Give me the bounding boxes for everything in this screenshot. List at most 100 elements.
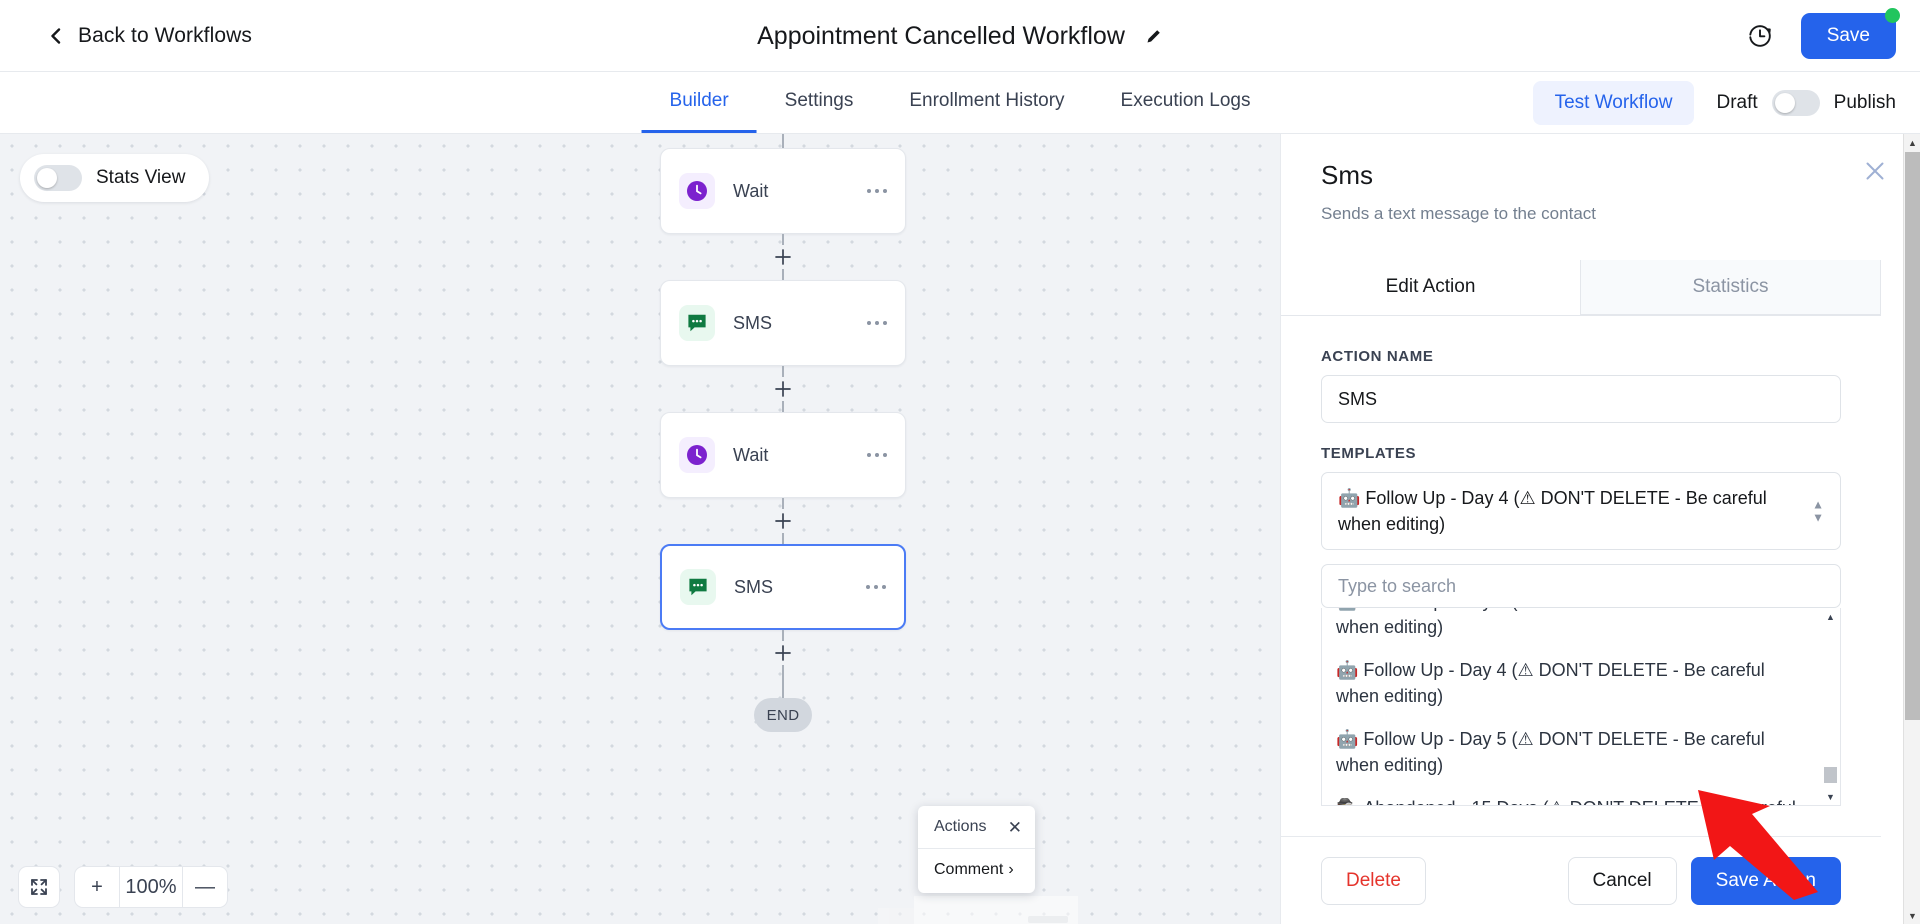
panel-body: ACTION NAME TEMPLATES 🤖 Follow Up - Day … — [1281, 316, 1881, 836]
zoom-controls: + 100% — — [18, 866, 228, 908]
list-item-label: Follow Up - Day 3 (⚠ DON'T DELETE - Be c… — [1336, 608, 1765, 637]
template-select[interactable]: 🤖 Follow Up - Day 4 (⚠ DON'T DELETE - Be… — [1321, 472, 1841, 551]
save-button-label: Save — [1826, 25, 1870, 46]
template-option-scroll: 🤖Follow Up - Day 3 (⚠ DON'T DELETE - Be … — [1322, 608, 1822, 805]
actions-menu-title: Actions — [934, 818, 987, 835]
background-skeleton-panel — [878, 896, 1078, 924]
list-item[interactable]: 🤖Follow Up - Day 4 (⚠ DON'T DELETE - Be … — [1322, 649, 1822, 718]
workflow-node-wait-1[interactable]: Wait — [660, 148, 906, 234]
node-menu-icon[interactable] — [866, 585, 886, 589]
zoom-level-value: 100% — [119, 867, 183, 907]
template-dropdown: 🤖Follow Up - Day 3 (⚠ DON'T DELETE - Be … — [1321, 564, 1841, 807]
clock-history-icon[interactable] — [1747, 23, 1773, 49]
list-item[interactable]: 🤖Follow Up - Day 5 (⚠ DON'T DELETE - Be … — [1322, 718, 1822, 787]
tab-enrollment-history-label: Enrollment History — [909, 90, 1065, 111]
tab-list: Builder Settings Enrollment History Exec… — [641, 72, 1279, 133]
list-item-label: Follow Up - Day 5 (⚠ DON'T DELETE - Be c… — [1336, 729, 1765, 775]
tab-enrollment-history[interactable]: Enrollment History — [881, 72, 1092, 133]
stats-view-toggle[interactable]: Stats View — [20, 154, 210, 202]
plus-icon[interactable] — [771, 245, 795, 269]
tab-bar-right: Test Workflow Draft Publish — [1532, 72, 1896, 133]
add-step-row — [660, 498, 906, 544]
end-node: END — [754, 698, 812, 732]
actions-menu-item-comment[interactable]: Comment › — [918, 849, 1035, 893]
back-to-workflows-button[interactable]: Back to Workflows — [48, 24, 252, 48]
chevron-left-icon — [48, 27, 64, 44]
connector-line — [782, 134, 784, 148]
panel-scrollbar[interactable]: ▲ ▼ — [1903, 134, 1920, 924]
plus-icon[interactable] — [771, 509, 795, 533]
clock-icon — [679, 437, 715, 473]
clock-icon — [679, 173, 715, 209]
plus-icon[interactable] — [771, 641, 795, 665]
save-button[interactable]: Save — [1800, 8, 1900, 59]
stats-view-switch[interactable] — [34, 165, 82, 191]
publish-toggle[interactable] — [1771, 89, 1820, 116]
workflow-canvas[interactable]: Stats View Wait SMS — [0, 134, 1280, 924]
tab-builder-label: Builder — [669, 90, 729, 111]
chevron-updown-icon: ▲▼ — [1812, 497, 1824, 525]
zoom-level-group: + 100% — — [74, 866, 228, 908]
zoom-out-button[interactable]: — — [195, 875, 215, 898]
detective-icon: 🕵️ — [1336, 798, 1358, 805]
tab-statistics[interactable]: Statistics — [1580, 260, 1881, 315]
templates-label: TEMPLATES — [1321, 445, 1417, 462]
delete-button[interactable]: Delete — [1321, 856, 1426, 905]
action-settings-panel: Sms Sends a text message to the contact … — [1280, 134, 1920, 924]
scroll-up-icon[interactable]: ▲ — [1826, 611, 1835, 622]
cancel-button[interactable]: Cancel — [1567, 856, 1677, 905]
workflow-chain: Wait SMS Wait — [660, 134, 906, 732]
panel-subtitle: Sends a text message to the contact — [1321, 204, 1596, 223]
stats-view-switch-knob — [37, 168, 57, 188]
template-select-value: 🤖 Follow Up - Day 4 (⚠ DON'T DELETE - Be… — [1338, 488, 1767, 535]
tab-execution-logs[interactable]: Execution Logs — [1093, 72, 1279, 133]
workflow-node-sms-2[interactable]: SMS — [660, 544, 906, 630]
fit-screen-icon[interactable] — [18, 866, 60, 908]
publish-toggle-knob — [1774, 92, 1795, 113]
dropdown-scrollbar-thumb[interactable] — [1824, 767, 1837, 784]
actions-context-menu[interactable]: Actions ✕ Comment › — [918, 806, 1035, 893]
workflow-node-label: Wait — [733, 444, 769, 465]
pencil-icon[interactable] — [1145, 27, 1163, 45]
actions-menu-item-label: Comment — [934, 861, 1004, 878]
panel-header: Sms Sends a text message to the contact — [1281, 134, 1920, 224]
robot-icon: 🤖 — [1336, 660, 1359, 681]
top-bar: Back to Workflows Appointment Cancelled … — [0, 0, 1920, 72]
dropdown-scrollbar[interactable]: ▲ ▼ — [1823, 610, 1838, 804]
robot-icon: 🤖 — [1336, 608, 1358, 611]
add-step-row — [660, 366, 906, 412]
workflow-node-sms-1[interactable]: SMS — [660, 280, 906, 366]
scroll-down-icon[interactable]: ▼ — [1826, 791, 1835, 802]
back-to-workflows-label: Back to Workflows — [78, 23, 253, 47]
panel-tab-list: Edit Action Statistics — [1281, 260, 1881, 316]
workflow-node-wait-2[interactable]: Wait — [660, 412, 906, 498]
save-action-button[interactable]: Save Action — [1690, 856, 1841, 905]
actions-menu-header: Actions ✕ — [918, 806, 1035, 849]
test-workflow-button[interactable]: Test Workflow — [1532, 80, 1695, 125]
template-option-list[interactable]: 🤖Follow Up - Day 3 (⚠ DON'T DELETE - Be … — [1321, 608, 1841, 807]
action-name-input[interactable] — [1321, 375, 1841, 423]
tab-execution-logs-label: Execution Logs — [1120, 90, 1251, 111]
scroll-down-icon[interactable]: ▼ — [1908, 910, 1917, 921]
chat-bubble-icon — [679, 305, 715, 341]
node-menu-icon[interactable] — [867, 189, 887, 193]
plus-icon[interactable] — [771, 377, 795, 401]
add-step-row — [660, 234, 906, 280]
panel-scrollbar-thumb[interactable] — [1905, 152, 1920, 720]
template-search-input[interactable] — [1321, 564, 1841, 609]
workflow-node-label: SMS — [734, 576, 774, 597]
action-name-label: ACTION NAME — [1321, 348, 1434, 365]
node-menu-icon[interactable] — [867, 453, 887, 457]
zoom-in-button[interactable]: + — [91, 875, 103, 898]
list-item[interactable]: 🕵️Abandoned - 15 Days (⚠ DON'T DELETE - … — [1322, 787, 1822, 805]
workflow-node-label: Wait — [733, 180, 769, 201]
close-icon[interactable]: ✕ — [1007, 817, 1022, 837]
scroll-up-icon[interactable]: ▲ — [1908, 137, 1917, 148]
tab-edit-action[interactable]: Edit Action — [1385, 275, 1476, 297]
node-menu-icon[interactable] — [867, 321, 887, 325]
top-bar-right: Save — [1747, 0, 1900, 72]
tab-builder[interactable]: Builder — [641, 72, 757, 133]
close-icon[interactable] — [1864, 160, 1886, 182]
tab-settings[interactable]: Settings — [757, 72, 882, 133]
list-item[interactable]: 🤖Follow Up - Day 3 (⚠ DON'T DELETE - Be … — [1322, 608, 1822, 649]
